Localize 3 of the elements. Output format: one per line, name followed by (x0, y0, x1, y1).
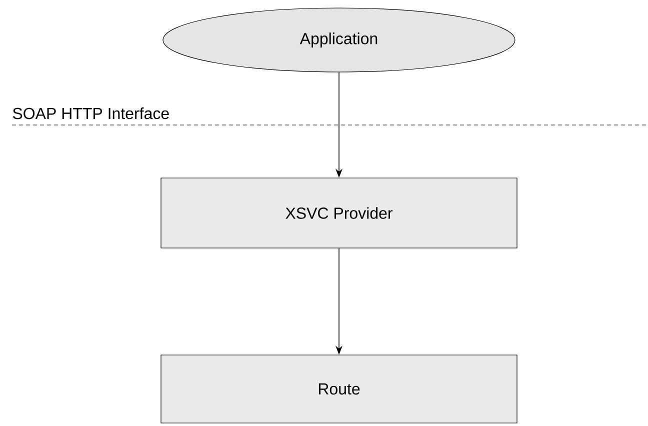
process-box: Route (160, 354, 518, 424)
interface-label: SOAP HTTP Interface (12, 107, 169, 120)
process-box: XSVC Provider (160, 178, 518, 248)
